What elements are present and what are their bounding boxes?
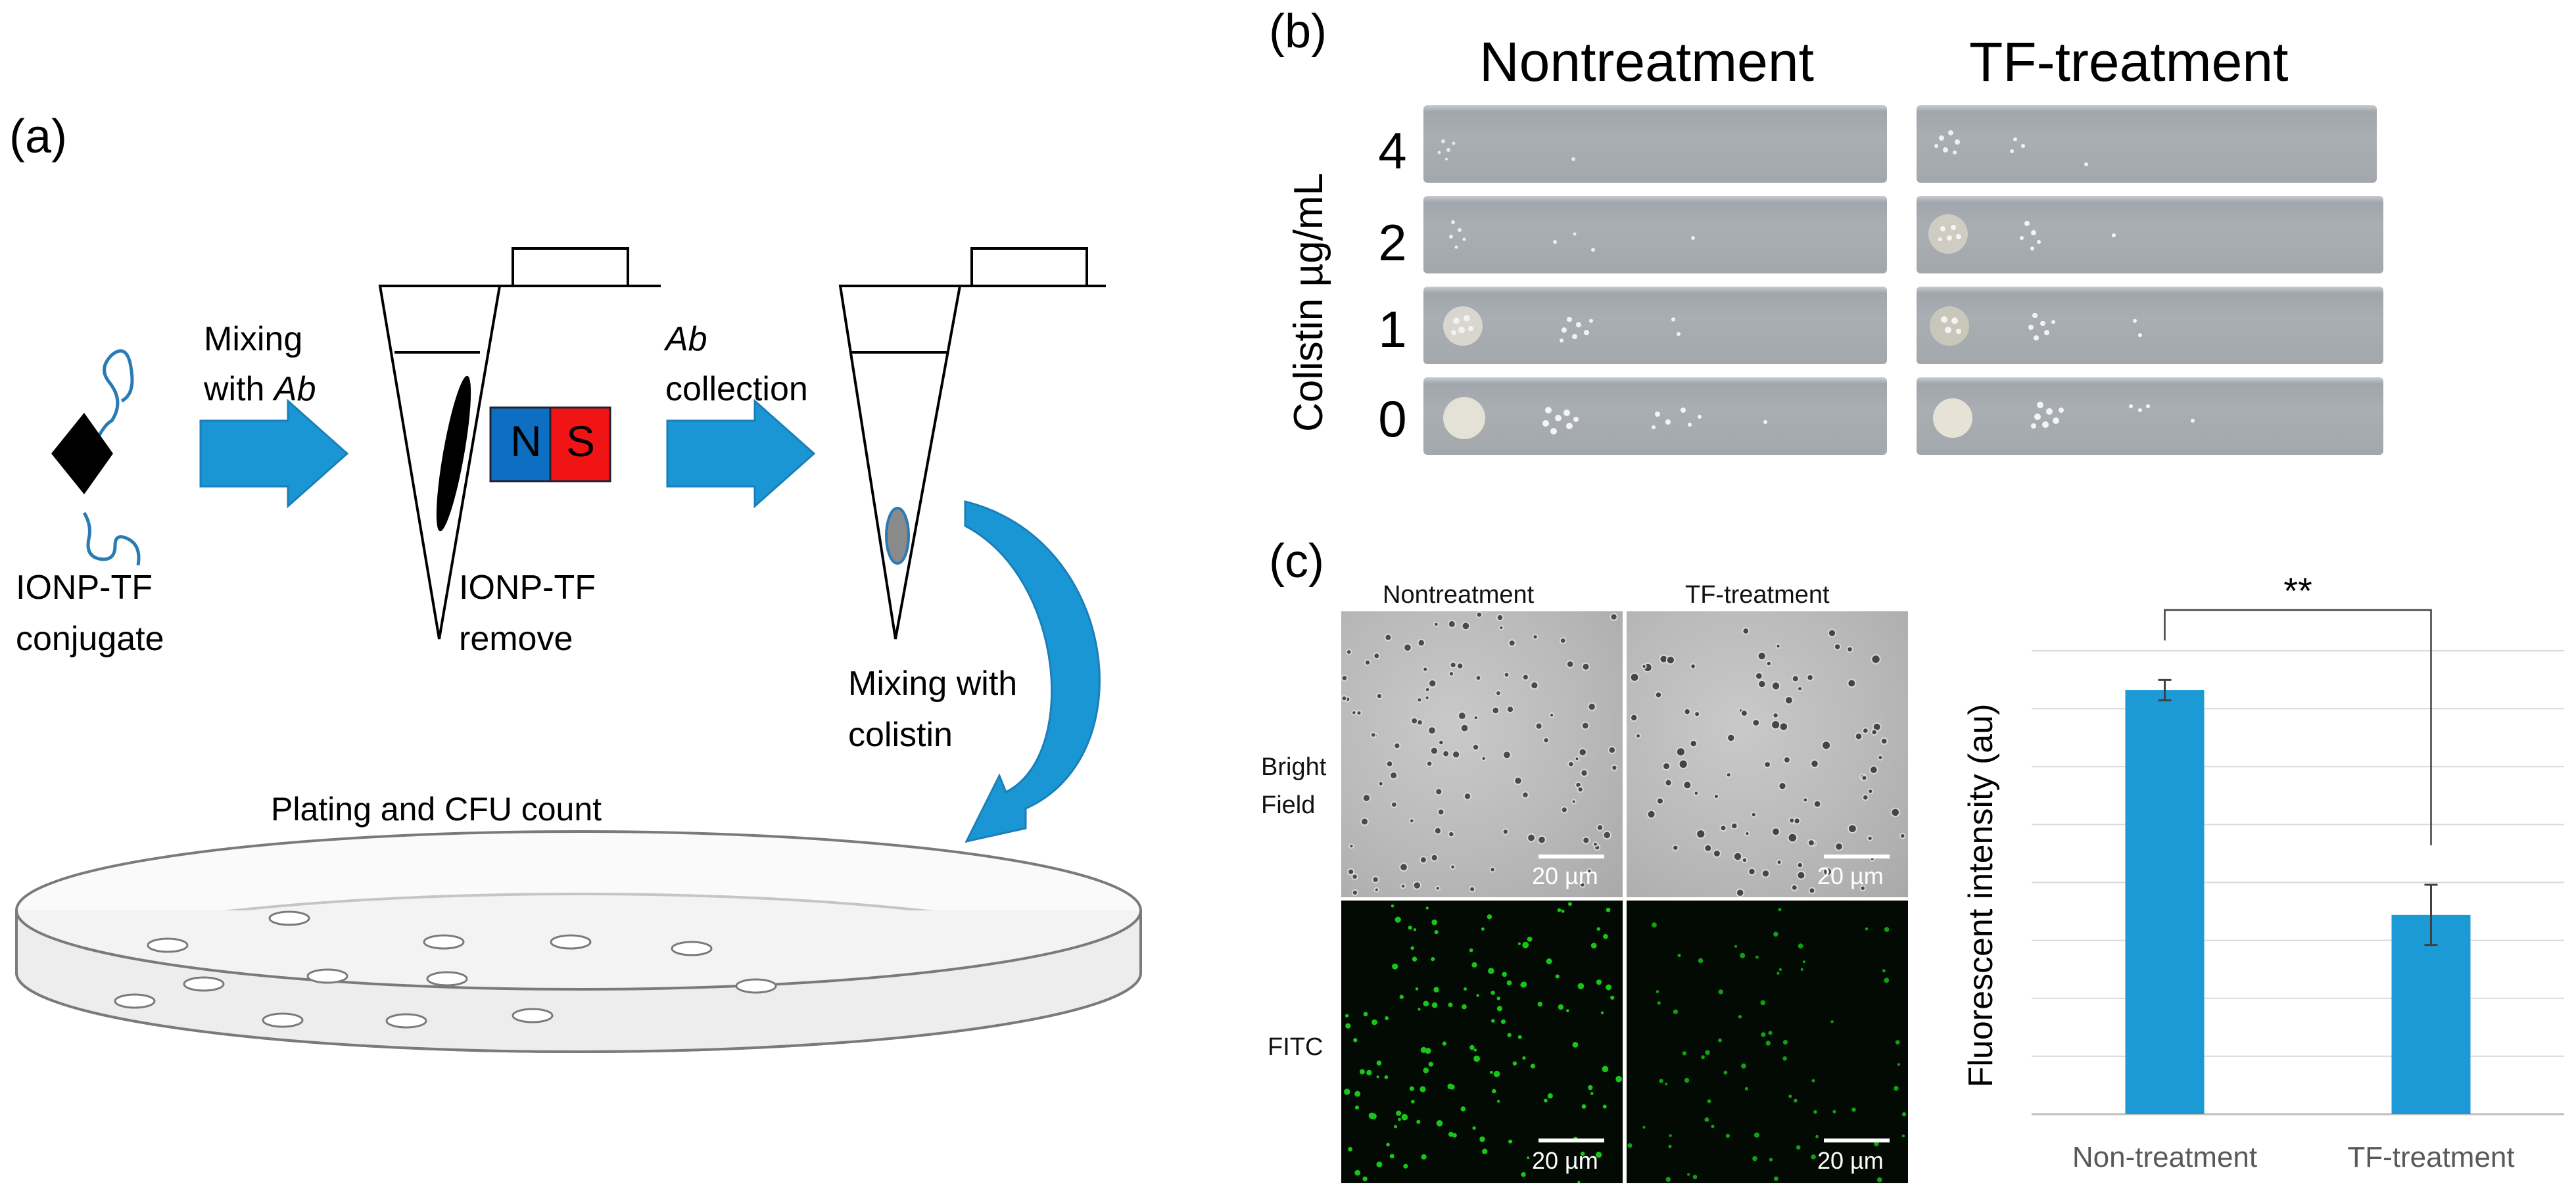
plate-nontreatment-1 (1423, 287, 1887, 364)
magnet-n-label: N (510, 417, 542, 465)
plate-nontreatment-2 (1423, 196, 1887, 273)
conc-label-2: 2 (1378, 214, 1407, 271)
conc-label-4: 4 (1378, 122, 1407, 179)
panel-b-header-tf-treatment: TF-treatment (1969, 31, 2289, 93)
x-tick-label-tf-treatment: TF-treatment (2347, 1141, 2514, 1173)
fitc-tf-treatment-image: 20 µm (1627, 901, 1908, 1183)
scale-label: 20 µm (1817, 862, 1884, 889)
scale-bar (1538, 1138, 1604, 1142)
chart-gridlines (2032, 650, 2564, 1115)
arrow2-label-line1: Ab (665, 320, 707, 358)
conjugate-label-line2: conjugate (16, 620, 164, 658)
micro-header-tf-treatment: TF-treatment (1685, 581, 1830, 609)
mixing-colistin-line1: Mixing with (848, 665, 1018, 703)
conc-label-0: 0 (1378, 390, 1407, 448)
arrow1-label-line1: Mixing (204, 320, 303, 358)
collection-arrow (666, 398, 816, 509)
tube-2 (838, 247, 1106, 640)
conjugate-label-line1: IONP-TF (16, 569, 153, 607)
tube-1 (378, 247, 661, 640)
x-tick-label-non-treatment: Non-treatment (2072, 1141, 2257, 1173)
bar-non-treatment (2125, 690, 2205, 1114)
error-bar (2158, 678, 2172, 701)
plate-tf-treatment-1 (1917, 287, 2383, 364)
scale-bar (1824, 1138, 1890, 1142)
plate-nontreatment-0 (1423, 377, 1887, 455)
plate-tf-treatment-4 (1917, 105, 2377, 183)
significance-bracket (2164, 609, 2432, 846)
magnet-south (549, 406, 611, 482)
plate-nontreatment-4 (1423, 105, 1887, 183)
fluorescence-bar-chart: Fluorescent intensity (au) ** Non-treatm… (1962, 570, 2564, 1173)
scale-label: 20 µm (1532, 862, 1598, 889)
fitc-nontreatment-image: 20 µm (1341, 901, 1623, 1183)
scale-bar (1538, 855, 1604, 858)
petri-dish (15, 830, 1142, 1053)
panel-b-header-nontreatment: Nontreatment (1479, 31, 1814, 93)
row-label-field: Field (1261, 791, 1316, 819)
remove-label-line1: IONP-TF (459, 569, 596, 607)
curved-arrow (964, 500, 1101, 843)
arrow1-label-line2: with Ab (204, 370, 316, 408)
chart-y-axis-label: Fluorescent intensity (au) (1962, 704, 2000, 1088)
mixing-colistin-line2: colistin (848, 716, 953, 754)
brightfield-tf-treatment-image: 20 µm (1627, 611, 1908, 897)
remove-label-line2: remove (459, 620, 573, 658)
scale-bar (1824, 855, 1890, 858)
panel-a-letter: (a) (9, 110, 67, 163)
scale-label: 20 µm (1817, 1147, 1884, 1174)
error-bar (2424, 883, 2438, 947)
significance-label: ** (2283, 570, 2312, 611)
panel-a-schematic (15, 247, 1142, 1053)
mixing-arrow-1 (199, 398, 349, 509)
colistin-axis-label: Colistin µg/mL (1286, 172, 1331, 433)
row-label-bright: Bright (1261, 753, 1327, 781)
magnet-north (489, 406, 552, 482)
micro-header-nontreatment: Nontreatment (1383, 581, 1535, 609)
scale-label: 20 µm (1532, 1147, 1598, 1174)
plate-tf-treatment-0 (1917, 377, 2383, 455)
conc-label-1: 1 (1378, 300, 1407, 358)
ionp-tf-conjugate-icon (51, 349, 141, 566)
brightfield-nontreatment-image: 20 µm (1341, 611, 1623, 897)
arrow2-label-line2: collection (665, 370, 808, 408)
panel-b-letter: (b) (1269, 5, 1327, 58)
plating-label: Plating and CFU count (271, 791, 602, 828)
bar-tf-treatment (2391, 914, 2471, 1114)
magnet-s-label: S (565, 417, 596, 465)
row-label-fitc: FITC (1268, 1033, 1324, 1061)
panel-c-letter: (c) (1269, 535, 1324, 588)
plate-tf-treatment-2 (1917, 196, 2383, 273)
